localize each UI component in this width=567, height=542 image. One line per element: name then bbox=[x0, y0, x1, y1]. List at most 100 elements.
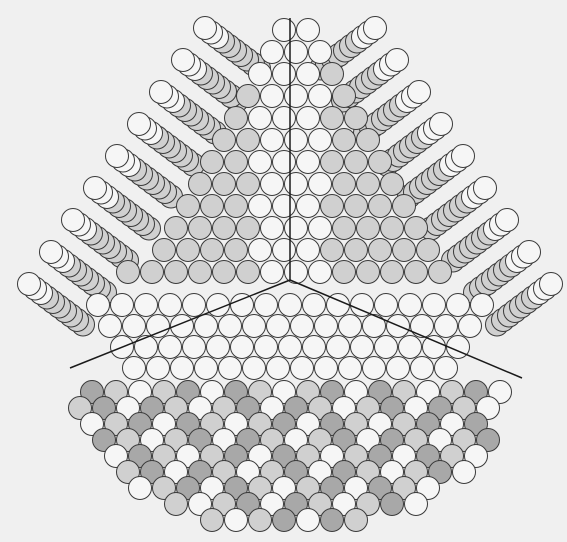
sphere bbox=[411, 357, 434, 380]
sphere bbox=[225, 195, 248, 218]
sphere bbox=[249, 195, 272, 218]
sphere bbox=[363, 315, 386, 338]
sphere bbox=[225, 509, 248, 532]
sphere bbox=[99, 315, 122, 338]
sphere bbox=[243, 315, 266, 338]
sphere bbox=[213, 129, 236, 152]
sphere bbox=[111, 294, 134, 317]
sphere bbox=[159, 294, 182, 317]
sphere bbox=[297, 151, 320, 174]
sphere bbox=[429, 261, 452, 284]
sphere bbox=[309, 261, 332, 284]
sphere bbox=[381, 493, 404, 516]
sphere bbox=[447, 294, 470, 317]
sphere bbox=[452, 145, 475, 168]
sphere bbox=[345, 195, 368, 218]
sphere bbox=[225, 107, 248, 130]
sphere bbox=[177, 239, 200, 262]
sphere bbox=[261, 217, 284, 240]
sphere bbox=[135, 336, 158, 359]
sphere bbox=[405, 217, 428, 240]
sphere bbox=[201, 195, 224, 218]
sphere bbox=[309, 85, 332, 108]
sphere bbox=[172, 49, 195, 72]
sphere bbox=[225, 239, 248, 262]
sphere bbox=[345, 107, 368, 130]
sphere bbox=[128, 113, 151, 136]
sphere bbox=[327, 336, 350, 359]
sphere bbox=[297, 195, 320, 218]
sphere bbox=[333, 217, 356, 240]
sphere bbox=[309, 217, 332, 240]
sphere bbox=[297, 239, 320, 262]
sphere bbox=[150, 81, 173, 104]
sphere bbox=[364, 17, 387, 40]
sphere bbox=[321, 107, 344, 130]
sphere bbox=[369, 151, 392, 174]
sphere bbox=[84, 177, 107, 200]
sphere bbox=[321, 239, 344, 262]
sphere bbox=[369, 239, 392, 262]
sphere bbox=[297, 19, 320, 42]
sphere bbox=[237, 85, 260, 108]
sphere bbox=[261, 129, 284, 152]
sphere bbox=[171, 357, 194, 380]
sphere bbox=[183, 336, 206, 359]
sphere bbox=[273, 509, 296, 532]
sphere bbox=[255, 294, 278, 317]
sphere bbox=[189, 261, 212, 284]
sphere bbox=[417, 239, 440, 262]
sphere bbox=[518, 241, 541, 264]
sphere bbox=[237, 173, 260, 196]
sphere bbox=[261, 173, 284, 196]
sphere bbox=[123, 315, 146, 338]
sphere bbox=[297, 107, 320, 130]
sphere bbox=[249, 509, 272, 532]
sphere bbox=[213, 217, 236, 240]
sphere bbox=[249, 107, 272, 130]
sphere bbox=[273, 63, 296, 86]
sphere bbox=[273, 107, 296, 130]
sphere bbox=[285, 85, 308, 108]
sphere bbox=[249, 239, 272, 262]
sphere bbox=[321, 509, 344, 532]
sphere bbox=[18, 273, 41, 296]
sphere bbox=[189, 217, 212, 240]
sphere bbox=[405, 493, 428, 516]
sphere bbox=[375, 294, 398, 317]
sphere bbox=[165, 493, 188, 516]
sphere bbox=[106, 145, 129, 168]
sphere bbox=[183, 294, 206, 317]
sphere bbox=[423, 294, 446, 317]
sphere bbox=[237, 261, 260, 284]
sphere bbox=[496, 209, 519, 232]
sphere bbox=[135, 294, 158, 317]
sphere bbox=[141, 261, 164, 284]
sphere bbox=[273, 151, 296, 174]
sphere bbox=[339, 315, 362, 338]
sphere bbox=[87, 294, 110, 317]
sphere bbox=[369, 195, 392, 218]
sphere bbox=[309, 173, 332, 196]
sphere bbox=[333, 129, 356, 152]
sphere bbox=[219, 357, 242, 380]
sphere bbox=[201, 239, 224, 262]
sphere bbox=[386, 49, 409, 72]
sphere bbox=[411, 315, 434, 338]
sphere bbox=[423, 336, 446, 359]
sphere bbox=[231, 336, 254, 359]
sphere bbox=[261, 41, 284, 64]
sphere bbox=[231, 294, 254, 317]
sphere bbox=[273, 195, 296, 218]
sphere bbox=[237, 217, 260, 240]
sphere bbox=[273, 239, 296, 262]
sphere bbox=[357, 129, 380, 152]
sphere bbox=[147, 315, 170, 338]
sphere bbox=[129, 477, 152, 500]
sphere bbox=[357, 173, 380, 196]
sphere bbox=[321, 63, 344, 86]
sphere bbox=[474, 177, 497, 200]
sphere bbox=[273, 19, 296, 42]
sphere bbox=[453, 461, 476, 484]
